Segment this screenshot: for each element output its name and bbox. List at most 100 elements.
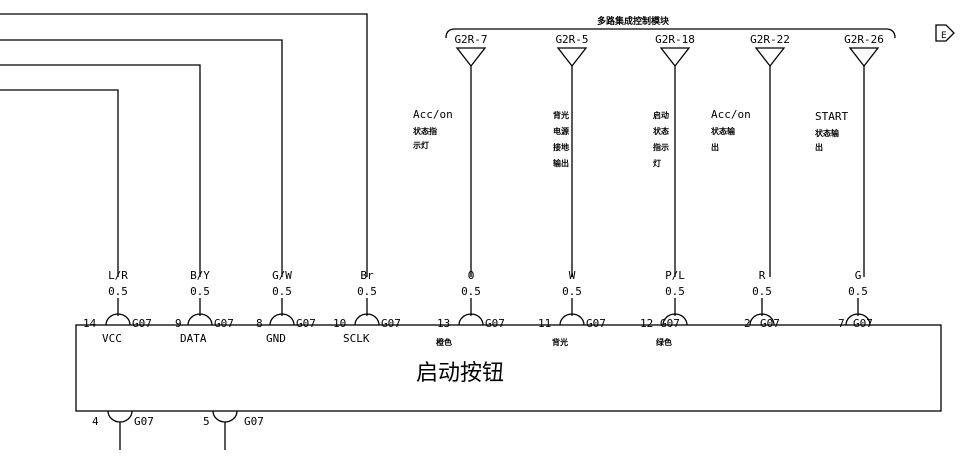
pin-function: 背光 xyxy=(552,337,568,347)
connector-code: G07 xyxy=(132,317,152,330)
pin-function: GND xyxy=(266,332,286,345)
connector-code: G07 xyxy=(214,317,234,330)
wire-gauge: 0.5 xyxy=(357,285,377,298)
terminal: 13 G07 橙色 xyxy=(436,313,505,347)
signal-label-line: 状态输 xyxy=(711,126,736,136)
module-title: 多路集成控制模块 xyxy=(597,15,670,27)
module-pin: G2R-18 xyxy=(655,33,695,277)
wire-color: Br xyxy=(360,269,374,282)
signal-label-line: 状态 xyxy=(653,126,669,136)
connector-code: G07 xyxy=(760,317,780,330)
wire-gauge: 0.5 xyxy=(752,285,772,298)
module-pin: G2R-7 xyxy=(454,33,488,277)
connector-code: G07 xyxy=(485,317,505,330)
module-pin: G2R-26 xyxy=(844,33,884,277)
incoming-wires xyxy=(0,13,368,277)
signal-labels: Acc/on 状态指 示灯 背光 电源 接地 输出 启动 状态 指示 灯 Acc… xyxy=(412,108,848,168)
wire-color: O xyxy=(468,269,475,282)
wire-labels: L/R 0.5 B/Y 0.5 G/W 0.5 Br 0.5 O 0.5 W 0… xyxy=(108,269,868,298)
connector-code: G07 xyxy=(586,317,606,330)
pin-number: 13 xyxy=(437,317,450,330)
connector-code: G07 xyxy=(244,415,264,428)
terminal: 4 G07 xyxy=(92,410,154,450)
wire-gauge: 0.5 xyxy=(665,285,685,298)
terminal: 10 G07 SCLK xyxy=(333,313,401,345)
pin-function: DATA xyxy=(180,332,207,345)
connector-code: G07 xyxy=(660,317,680,330)
wire-gauge: 0.5 xyxy=(272,285,292,298)
pin-function: 橙色 xyxy=(436,337,452,347)
terminal: 8 G07 GND xyxy=(256,313,316,345)
pin-number: 9 xyxy=(175,317,182,330)
wire-gauge: 0.5 xyxy=(108,285,128,298)
signal-label-line: 状态指 xyxy=(413,126,437,136)
wire-label: O 0.5 xyxy=(461,269,481,298)
top-terminals: 14 G07 VCC 9 G07 DATA 8 G07 GND 10 G07 S… xyxy=(83,313,873,347)
connector-code: G07 xyxy=(296,317,316,330)
signal-label-line: Acc/on xyxy=(711,108,751,121)
connector-code: G07 xyxy=(134,415,154,428)
pin-drops xyxy=(117,298,859,316)
terminal: 2 G07 xyxy=(744,313,780,330)
pin-number: 7 xyxy=(838,317,845,330)
wire-color: G/W xyxy=(272,269,292,282)
signal-label: START 状态输 出 xyxy=(815,110,848,152)
terminal: 12 G07 绿色 xyxy=(640,313,688,347)
pin-function: 绿色 xyxy=(656,337,672,347)
signal-label-line: 指示 xyxy=(653,142,669,152)
wire-color: R xyxy=(759,269,766,282)
wire-label: W 0.5 xyxy=(562,269,582,298)
signal-label: Acc/on 状态输 出 xyxy=(711,108,751,152)
signal-label: 启动 状态 指示 灯 xyxy=(653,110,669,168)
signal-label: Acc/on 状态指 示灯 xyxy=(412,108,453,150)
signal-label-line: 出 xyxy=(711,142,719,152)
wire-color: G xyxy=(855,269,862,282)
wire-color: W xyxy=(569,269,576,282)
wire-by-path xyxy=(0,64,201,277)
terminal: 5 G07 xyxy=(203,410,264,450)
page-ref-marker: E xyxy=(935,24,955,42)
page-ref-label: E xyxy=(941,31,947,41)
wire-color: L/R xyxy=(108,269,128,282)
wire-gauge: 0.5 xyxy=(190,285,210,298)
pin-function: VCC xyxy=(102,332,122,345)
start-button-body xyxy=(75,324,942,412)
module-pins: G2R-7 G2R-5 G2R-18 G2R-22 G2R-26 xyxy=(454,33,884,277)
bottom-terminals: 4 G07 5 G07 xyxy=(92,410,264,450)
signal-label-line: 示灯 xyxy=(412,140,429,150)
pin-number: 14 xyxy=(83,317,97,330)
terminal: 9 G07 DATA xyxy=(175,313,234,345)
signal-label-line: 灯 xyxy=(653,158,661,168)
signal-label-line: 背光 xyxy=(553,110,569,120)
terminal: 11 G07 背光 xyxy=(538,313,606,347)
wire-gauge: 0.5 xyxy=(562,285,582,298)
signal-label: 背光 电源 接地 输出 xyxy=(553,110,569,168)
pin-number: 10 xyxy=(333,317,346,330)
wire-label: Br 0.5 xyxy=(357,269,377,298)
module-pin-label: G2R-26 xyxy=(844,33,884,46)
module-pin-label: G2R-5 xyxy=(555,33,588,46)
wire-gauge: 0.5 xyxy=(461,285,481,298)
connector-code: G07 xyxy=(853,317,873,330)
wire-label: L/R 0.5 xyxy=(108,269,128,298)
signal-label-line: Acc/on xyxy=(413,108,453,121)
pin-number: 8 xyxy=(256,317,263,330)
module-pin: G2R-22 xyxy=(750,33,790,277)
wire-label: B/Y 0.5 xyxy=(190,269,210,298)
pin-number: 4 xyxy=(92,415,99,428)
wire-label: G 0.5 xyxy=(848,269,868,298)
signal-label-line: 电源 xyxy=(553,126,569,136)
wire-gauge: 0.5 xyxy=(848,285,868,298)
wire-gw-path xyxy=(0,39,283,277)
pin-number: 11 xyxy=(538,317,551,330)
wire-color: P/L xyxy=(665,269,685,282)
module-pin-label: G2R-22 xyxy=(750,33,790,46)
terminal: 14 G07 VCC xyxy=(83,313,152,345)
connector-code: G07 xyxy=(381,317,401,330)
wire-color: B/Y xyxy=(190,269,210,282)
pin-number: 5 xyxy=(203,415,210,428)
pin-number: 2 xyxy=(744,317,751,330)
signal-label-line: START xyxy=(815,110,848,123)
signal-label-line: 启动 xyxy=(653,110,669,120)
